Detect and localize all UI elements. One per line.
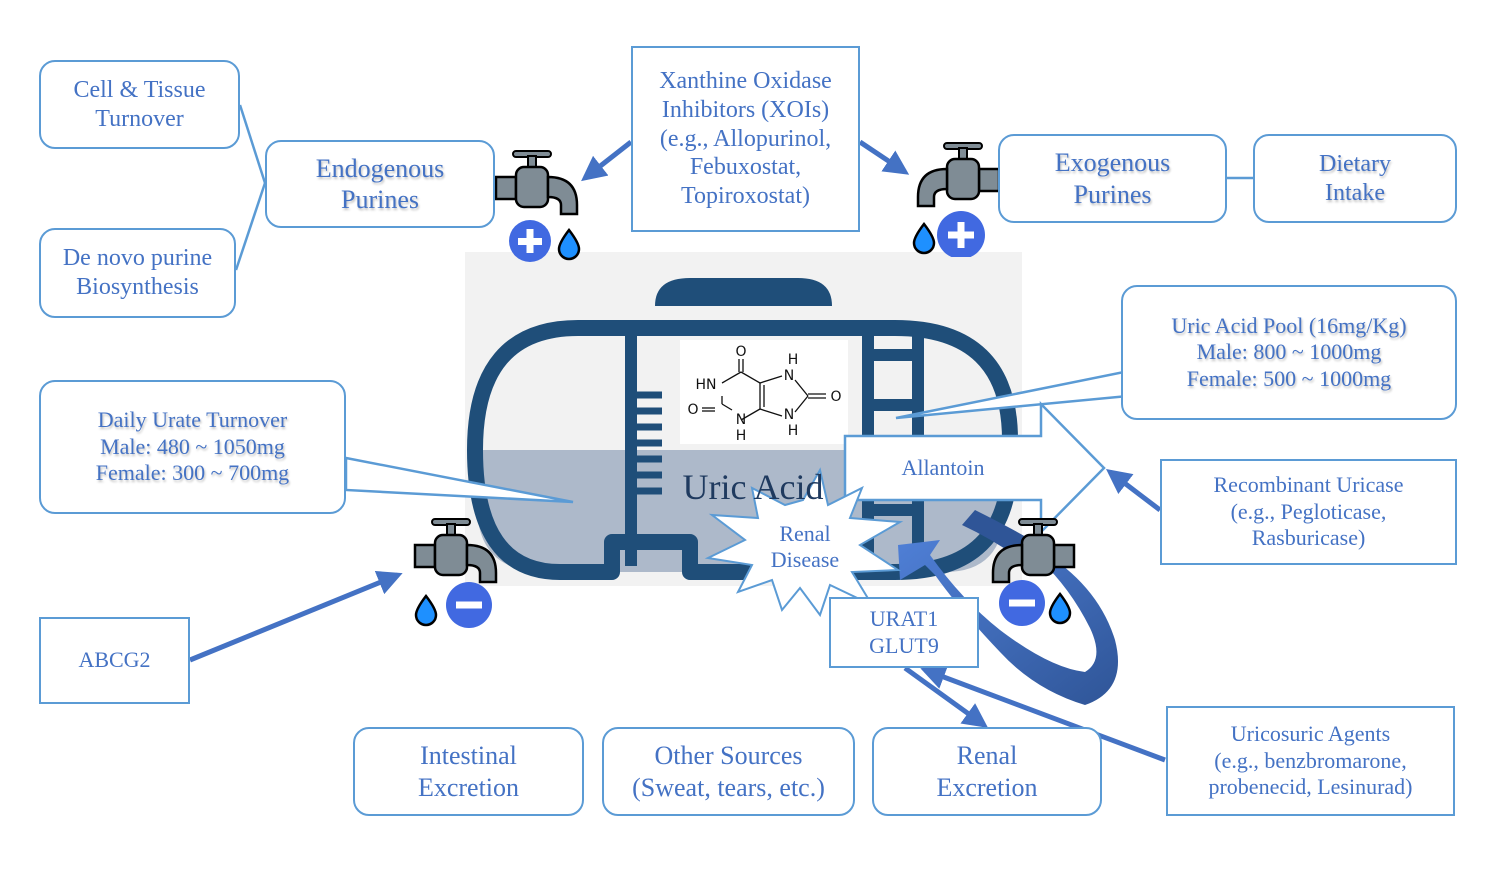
daily-turnover-pointer xyxy=(344,456,574,504)
uricosuric-line1: Uricosuric Agents xyxy=(1230,721,1391,747)
tank-hatch xyxy=(655,278,832,306)
renal-excretion-line2: Excretion xyxy=(936,772,1038,802)
cell-turnover-line1: Cell & Tissue xyxy=(73,76,206,103)
abcg2-label: ABCG2 xyxy=(78,647,151,673)
uricosuric-line2: (e.g., benzbromarone, xyxy=(1214,747,1407,773)
cell-turnover-line2: Turnover xyxy=(95,105,184,132)
exogenous-line2: Purines xyxy=(1073,179,1152,209)
urat1-line1: URAT1 xyxy=(869,606,939,632)
faucet-icon xyxy=(912,142,1001,257)
daily-turnover-box: Daily Urate Turnover Male: 480 ~ 1050mg … xyxy=(39,380,346,514)
daily-turnover-line1: Daily Urate Turnover xyxy=(97,407,288,433)
xoi-line2: Inhibitors (XOIs) xyxy=(661,96,830,123)
allantoin-arrow xyxy=(843,400,1106,536)
urat1-glut9-box: URAT1 GLUT9 xyxy=(829,597,979,668)
connector-lines xyxy=(234,104,1253,271)
exogenous-line1: Exogenous xyxy=(1054,148,1171,178)
atom-o-top: O xyxy=(735,344,746,360)
endogenous-purines-box: Endogenous Purines xyxy=(265,140,495,228)
denovo-box: De novo purine Biosynthesis xyxy=(39,228,236,318)
faucet-icon xyxy=(494,150,581,262)
other-sources-box: Other Sources (Sweat, tears, etc.) xyxy=(602,727,855,816)
uricase-line2: (e.g., Pegloticase, xyxy=(1230,498,1387,524)
molecule-labels: O HN O N H H N N H O xyxy=(687,344,841,444)
atom-h-top: H xyxy=(788,352,799,368)
renal-disease-line1: Renal xyxy=(779,521,831,546)
xoi-line5: Topiroxostat) xyxy=(681,183,810,210)
uricase-line3: Rasburicase) xyxy=(1251,525,1366,551)
urat1-line2: GLUT9 xyxy=(869,632,939,658)
renal-disease-label: Renal Disease xyxy=(745,521,865,574)
uricase-line1: Recombinant Uricase xyxy=(1213,472,1404,498)
xoi-line4: Febuxostat, xyxy=(689,154,802,181)
endogenous-line1: Endogenous xyxy=(315,153,445,183)
atom-n-top: N xyxy=(784,368,794,384)
gauge-ticks xyxy=(631,391,662,495)
uricosuric-box: Uricosuric Agents (e.g., benzbromarone, … xyxy=(1166,706,1455,816)
uric-acid-molecule xyxy=(702,359,826,421)
recycling-ribbon xyxy=(898,540,1119,705)
exogenous-purines-box: Exogenous Purines xyxy=(998,134,1227,223)
endogenous-line2: Purines xyxy=(341,185,419,214)
dietary-intake-box: Dietary Intake xyxy=(1253,134,1457,223)
cell-turnover-box: Cell & Tissue Turnover xyxy=(39,60,240,149)
daily-turnover-line3: Female: 300 ~ 700mg xyxy=(95,460,290,486)
uric-pool-box: Uric Acid Pool (16mg/Kg) Male: 800 ~ 100… xyxy=(1121,285,1457,420)
water-drop-icon xyxy=(557,227,581,261)
water-drop-icon xyxy=(912,221,936,255)
intestinal-excretion-box: Intestinal Excretion xyxy=(353,727,584,816)
uricosuric-line3: probenecid, Lesinurad) xyxy=(1208,774,1413,800)
tank-label: Uric Acid xyxy=(682,467,824,507)
dietary-line2: Intake xyxy=(1325,179,1385,206)
faucet-icon xyxy=(991,518,1076,626)
atom-n-bottom-right: N xyxy=(784,407,794,423)
xoi-line3: (e.g., Allopurinol, xyxy=(659,125,832,152)
xoi-box: Xanthine Oxidase Inhibitors (XOIs) (e.g.… xyxy=(631,46,860,232)
faucet-icon xyxy=(413,518,498,628)
atom-hn: HN xyxy=(696,377,717,393)
dietary-line1: Dietary xyxy=(1319,150,1391,177)
water-drop-icon xyxy=(1048,591,1072,625)
daily-turnover-line2: Male: 480 ~ 1050mg xyxy=(100,433,285,459)
denovo-line2: Biosynthesis xyxy=(76,274,199,300)
other-sources-line1: Other Sources xyxy=(654,741,803,771)
uric-pool-line3: Female: 500 ~ 1000mg xyxy=(1186,365,1392,391)
intestinal-line2: Excretion xyxy=(417,772,520,802)
abcg2-box: ABCG2 xyxy=(39,617,190,704)
atom-h-bottom: H xyxy=(736,428,747,444)
renal-disease-line2: Disease xyxy=(770,547,840,573)
renal-excretion-line1: Renal xyxy=(956,741,1018,771)
atom-h-bottom-right: H xyxy=(788,423,799,439)
denovo-line1: De novo purine xyxy=(62,245,213,272)
renal-disease-burst xyxy=(704,467,904,618)
atom-n-bottom: N xyxy=(736,412,746,428)
atom-o-right: O xyxy=(830,389,841,405)
water-drop-icon xyxy=(414,593,438,627)
xoi-line1: Xanthine Oxidase xyxy=(659,68,832,94)
uricase-box: Recombinant Uricase (e.g., Pegloticase, … xyxy=(1160,459,1457,565)
allantoin-label: Allantoin xyxy=(901,455,985,480)
renal-excretion-box: Renal Excretion xyxy=(872,727,1102,816)
arrows xyxy=(189,139,1166,763)
uric-pool-line2: Male: 800 ~ 1000mg xyxy=(1196,339,1382,365)
uric-pool-line1: Uric Acid Pool (16mg/Kg) xyxy=(1171,312,1407,338)
intestinal-line1: Intestinal xyxy=(420,741,517,771)
atom-o-left: O xyxy=(687,402,698,418)
other-sources-line2: (Sweat, tears, etc.) xyxy=(632,772,825,802)
